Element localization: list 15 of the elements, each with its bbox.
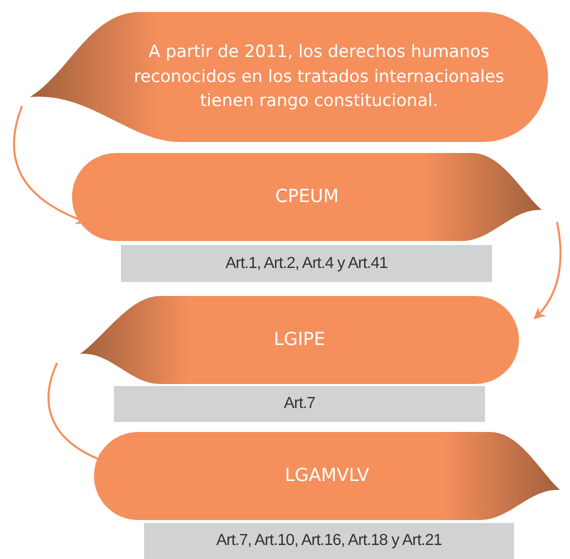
node-title: A partir de 2011, los derechos humanos reconocidos en los tratados internacionales tienen rango constitucional.	[132, 41, 506, 114]
node-title: LGIPE	[274, 328, 326, 352]
article-list: Art.7, Art.10, Art.16, Art.18 y Art.21	[216, 532, 442, 550]
curved-arrow	[534, 222, 562, 320]
article-list: Art.7	[284, 395, 316, 413]
article-bar	[114, 386, 485, 422]
speech-bubble	[30, 12, 548, 142]
article-list: Art.1, Art.2, Art.4 y Art.41	[225, 254, 388, 272]
node-title: CPEUM	[275, 184, 339, 209]
article-bar	[121, 245, 492, 282]
speech-bubble	[72, 153, 542, 241]
node-title: LGAMVLV	[284, 464, 370, 488]
article-bar	[144, 523, 514, 559]
speech-bubble	[80, 296, 519, 384]
speech-bubble	[94, 432, 560, 520]
